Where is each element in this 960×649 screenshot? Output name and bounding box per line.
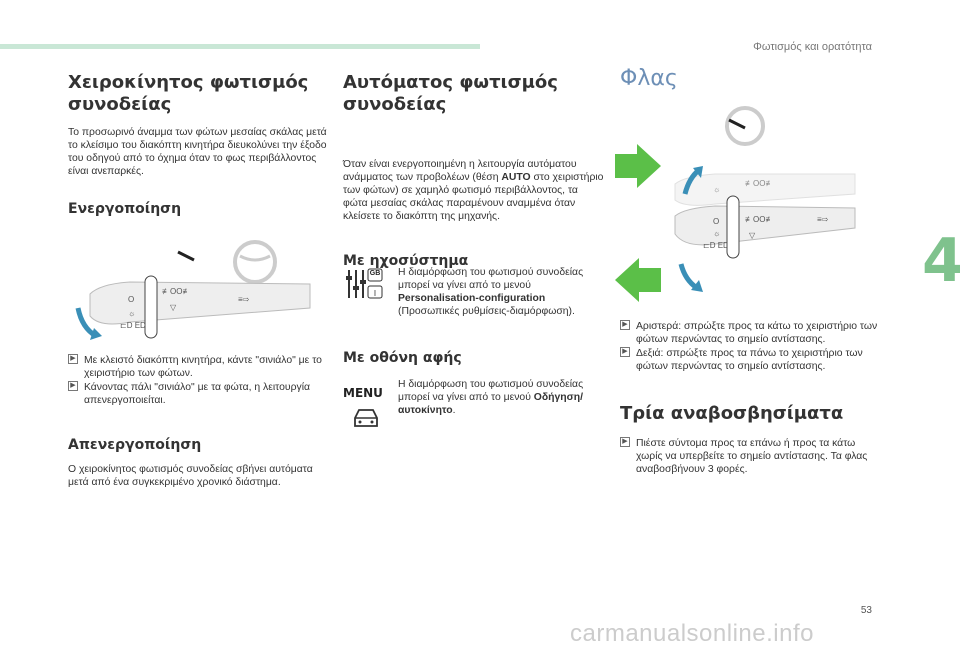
touch-screen-text: Η διαμόρφωση του φωτισμού συνοδείας μπορ…	[398, 379, 584, 416]
column-auto-lighting: Αυτόματος φωτισμός συνοδείας Όταν είναι …	[343, 72, 605, 269]
svg-text:I: I	[374, 289, 376, 298]
svg-text:▽: ▽	[170, 303, 177, 312]
svg-text:☼: ☼	[713, 229, 720, 238]
audio-system-title: Με ηχοσύστημα	[343, 253, 469, 269]
svg-text:≢OO≢: ≢OO≢	[745, 179, 773, 188]
activation-step-2: Κάνοντας πάλι "σινιάλο" με τα φώτα, η λε…	[68, 381, 330, 407]
menu-icon: MENU	[343, 386, 391, 436]
svg-text:⊏D ED: ⊏D ED	[120, 321, 146, 330]
auto-lighting-intro: Όταν είναι ενεργοποιημένη η λειτουργία α…	[343, 159, 604, 222]
svg-text:☼: ☼	[713, 185, 720, 194]
indicator-left-step: Αριστερά: σπρώξτε προς τα κάτω το χειρισ…	[620, 320, 882, 346]
steering-wheel-icon	[725, 106, 765, 146]
touch-screen-title: Με οθόνη αφής	[343, 350, 462, 366]
right-arrow-icon	[615, 144, 661, 188]
manual-lighting-title: Χειροκίνητος φωτισμός συνοδείας	[68, 72, 309, 115]
auto-lighting-title: Αυτόματος φωτισμός συνοδείας	[343, 72, 558, 115]
activation-steps: Με κλειστό διακόπτη κινητήρα, κάντε "σιν…	[68, 354, 330, 489]
audio-system-text: Η διαμόρφωση του φωτισμού συνοδείας μπορ…	[398, 267, 584, 317]
indicators-title: Φλας	[620, 66, 678, 91]
svg-text:☼: ☼	[128, 309, 135, 318]
svg-text:≢OO≢: ≢OO≢	[162, 287, 190, 296]
chapter-tab: 4	[908, 222, 960, 298]
column-manual-lighting: Χειροκίνητος φωτισμός συνοδείας Το προσω…	[68, 72, 330, 217]
deactivation-text: Ο χειροκίνητος φωτισμός συνοδείας σβήνει…	[68, 464, 313, 488]
steering-wheel-icon	[177, 240, 277, 284]
activation-step-1: Με κλειστό διακόπτη κινητήρα, κάντε "σιν…	[68, 354, 330, 380]
manual-lighting-intro: Το προσωρινό άναμμα των φώτων μεσαίας σκ…	[68, 127, 327, 177]
indicator-stalk-illustration: ☼ ≢OO≢ O ☼ ⊏D ED ≢OO≢ ▽ ≡⇨	[615, 104, 875, 304]
svg-text:≡⇨: ≡⇨	[238, 295, 250, 304]
activation-title: Ενεργοποίηση	[68, 201, 182, 217]
indicator-steps: Αριστερά: σπρώξτε προς τα κάτω το χειρισ…	[620, 320, 882, 476]
svg-text:O: O	[713, 217, 719, 226]
lighting-stalk-illustration: O ☼ ⊏D ED ≢OO≢ ▽ ≡⇨	[70, 236, 328, 346]
deactivation-title: Απενεργοποίηση	[68, 437, 202, 453]
svg-text:O: O	[128, 295, 134, 304]
svg-text:⊏D ED: ⊏D ED	[703, 241, 729, 250]
menu-label: MENU	[343, 386, 383, 400]
car-icon	[354, 409, 378, 427]
left-arrow-icon	[615, 258, 661, 302]
page-number: 53	[860, 605, 872, 616]
three-flashes-title: Τρία αναβοσβησίματα	[620, 403, 844, 424]
touch-screen-section: Με οθόνη αφής	[343, 350, 605, 366]
column-indicators: Φλας	[620, 66, 882, 91]
svg-text:≢OO≢: ≢OO≢	[745, 215, 773, 224]
three-flashes-step: Πιέστε σύντομα προς τα επάνω ή προς τα κ…	[620, 437, 882, 476]
audio-settings-icon: I GB	[343, 266, 383, 302]
watermark: carmanualsonline.info	[570, 620, 814, 647]
indicator-right-step: Δεξιά: σπρώξτε προς τα πάνω το χειριστήρ…	[620, 347, 882, 373]
gb-label: GB	[369, 270, 381, 277]
svg-text:▽: ▽	[749, 231, 756, 240]
section-header: Φωτισμός και ορατότητα	[753, 41, 872, 53]
header-bar	[0, 44, 480, 49]
chapter-number: 4	[922, 226, 960, 296]
svg-text:≡⇨: ≡⇨	[817, 215, 829, 224]
